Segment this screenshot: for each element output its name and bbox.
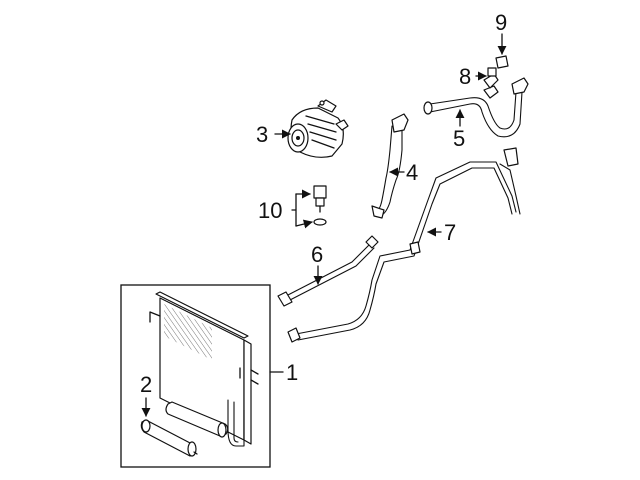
condenser-frame-box [120,284,271,468]
condenser-bracket-left [149,311,161,323]
line-7 [287,147,521,343]
o-ring [313,218,327,226]
pressure-switch [483,67,499,89]
callout-8: 8 [459,64,471,89]
callout-7: 7 [444,220,456,245]
receiver-drier [140,419,198,457]
line-6 [277,235,379,307]
callout-9: 9 [495,10,507,35]
sensor [313,185,327,213]
callout-10: 10 [258,198,282,223]
condenser-bracket-right [239,367,259,385]
suction-hose [371,113,409,219]
condenser-group [120,284,271,468]
callout-1: 1 [286,360,298,385]
service-cap [495,55,509,69]
callout-5: 5 [453,126,465,151]
leader-10-bracket [291,193,297,227]
compressor [287,99,349,158]
discharge-hose [423,77,529,138]
condenser-drier-end [217,422,227,438]
condenser-top-rail [155,291,249,339]
condenser-side-tank [243,339,252,445]
condenser-fins [164,304,212,360]
callout-6: 6 [311,242,323,267]
callout-3: 3 [256,122,268,147]
leader-10-bottom [295,219,313,229]
callout-4: 4 [406,160,418,185]
condenser-pipe-2 [233,401,239,443]
callout-2: 2 [140,372,152,397]
